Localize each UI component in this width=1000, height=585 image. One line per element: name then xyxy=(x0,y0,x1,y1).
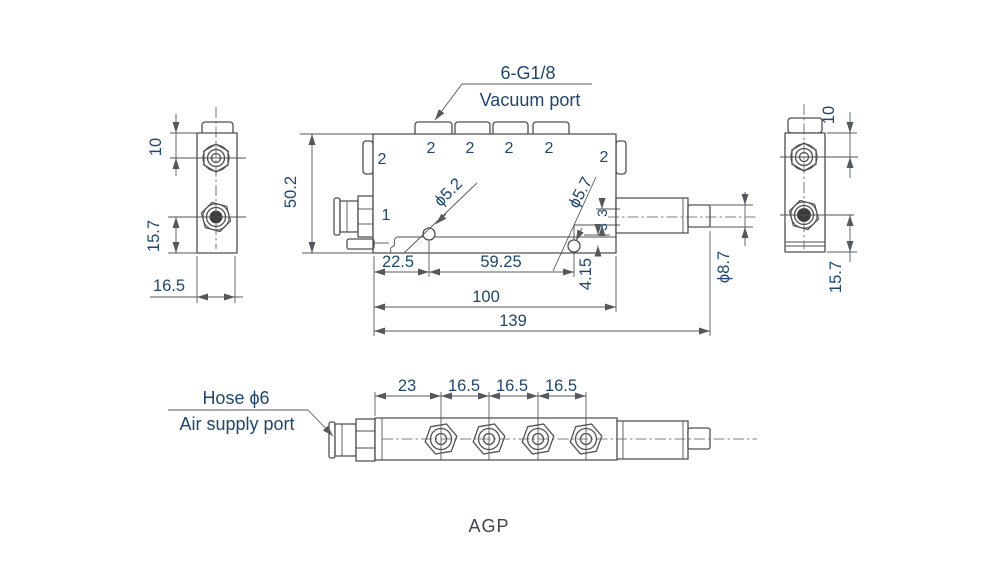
vacuum-callout-leader xyxy=(434,83,463,121)
front-hook xyxy=(346,238,375,250)
vacuum-callout-thread: 6-G1/8 xyxy=(500,63,555,83)
bottom-view: 23 16.5 16.5 16.5 Hose ϕ6 Air supply por… xyxy=(168,377,757,462)
front-side-port-left xyxy=(362,140,374,175)
front-hole-left xyxy=(422,227,436,241)
left-side-view: 10 15.7 16.5 xyxy=(145,107,246,303)
right-side-view: 10 15.7 xyxy=(780,104,858,293)
dim-hole-spacing: 59.25 xyxy=(480,253,521,271)
dim-bottom-pitch-3: 16.5 xyxy=(545,377,577,395)
dim-bottom-23: 23 xyxy=(398,377,416,395)
dim-port-offset: 4.15 xyxy=(577,258,595,290)
port-label-vacuum-3: 2 xyxy=(505,140,514,157)
dim-overall-length: 139 xyxy=(499,312,527,330)
bottom-exhaust-stub xyxy=(687,427,711,450)
left-view-body xyxy=(196,132,238,254)
dim-right-view-15-7: 15.7 xyxy=(827,261,845,293)
dim-left-view-16-5: 16.5 xyxy=(153,277,185,295)
front-body xyxy=(372,133,617,254)
right-view-bottom-fitting-hex xyxy=(788,199,820,231)
dim-front-height: 50.2 xyxy=(282,176,300,208)
front-height-dimension: 50.2 xyxy=(282,133,373,254)
dim-left-view-15-7: 15.7 xyxy=(145,220,163,252)
dim-body-length: 100 xyxy=(472,288,500,306)
air-callout-leader xyxy=(307,409,334,437)
front-air-fitting-hex xyxy=(357,195,374,238)
bottom-air-fitting-hex xyxy=(355,418,376,462)
vacuum-callout-name: Vacuum port xyxy=(480,90,581,110)
dim-left-view-10: 10 xyxy=(147,138,165,156)
dim-step-upper: 3 xyxy=(594,209,610,217)
air-callout-hose: Hose ϕ6 xyxy=(202,388,269,408)
front-air-fitting-cap xyxy=(333,197,341,236)
dim-left-to-hole: 22.5 xyxy=(382,253,414,271)
dim-bottom-pitch-1: 16.5 xyxy=(448,377,480,395)
front-exhaust-stub xyxy=(687,204,711,228)
port-label-vacuum-right: 2 xyxy=(600,149,609,166)
front-break-line xyxy=(389,236,398,254)
dim-right-view-10: 10 xyxy=(820,106,838,124)
bottom-air-fitting-body xyxy=(334,423,357,457)
port-label-vacuum-2: 2 xyxy=(466,140,475,157)
front-hole-right xyxy=(567,239,581,253)
product-model-label: AGP xyxy=(468,516,509,536)
dim-bottom-pitch-2: 16.5 xyxy=(496,377,528,395)
front-view: 2 2 2 2 2 2 1 ϕ5.2 ϕ5.7 3 3 4.15 ϕ8.7 xyxy=(333,63,757,336)
bottom-air-fitting-cap xyxy=(328,421,336,459)
right-view-body xyxy=(784,132,826,253)
port-label-air-supply: 1 xyxy=(382,207,391,224)
leader-hole-right xyxy=(552,176,597,272)
front-air-fitting-body xyxy=(339,200,359,233)
front-exhaust-shaft xyxy=(615,197,689,234)
front-side-port-right xyxy=(615,140,627,175)
port-label-vacuum-4: 2 xyxy=(545,140,554,157)
right-view-top-tab xyxy=(787,117,823,134)
port-label-vacuum-1: 2 xyxy=(427,140,436,157)
left-view-bottom-fitting-hex xyxy=(200,201,232,233)
dim-step-lower: 3 xyxy=(594,223,610,231)
air-callout-name: Air supply port xyxy=(179,414,294,434)
dim-shaft-dia: ϕ8.7 xyxy=(715,251,733,283)
port-label-vacuum-left: 2 xyxy=(378,151,387,168)
